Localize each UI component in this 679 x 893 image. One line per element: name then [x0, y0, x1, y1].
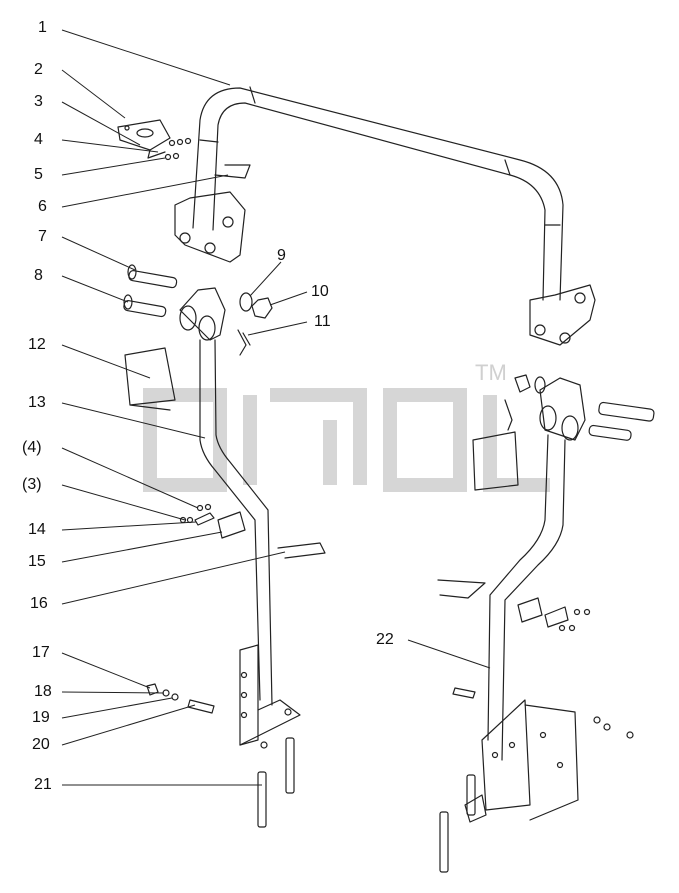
- callout-22: 22: [376, 631, 394, 648]
- callout-1: 1: [38, 19, 47, 36]
- u-bolt-right: [437, 579, 486, 599]
- callout-9: 9: [277, 247, 286, 264]
- plate-right: [544, 606, 569, 628]
- pin-7: [127, 264, 178, 289]
- nut-17: [146, 683, 159, 696]
- bolt-20: [187, 699, 215, 714]
- callout-3-ref: (3): [22, 476, 42, 493]
- callout-13: 13: [28, 394, 46, 411]
- callout-15: 15: [28, 553, 46, 570]
- bracket-fasteners: [164, 137, 192, 161]
- callout-11: 11: [314, 313, 331, 330]
- callout-17: 17: [32, 644, 50, 661]
- callout-14: 14: [28, 521, 46, 538]
- callout-20: 20: [32, 736, 50, 753]
- pin-8: [123, 294, 167, 318]
- bolts-21: [257, 737, 295, 828]
- callout-4-ref: (4): [22, 439, 42, 456]
- callout-21: 21: [34, 776, 52, 793]
- callout-10: 10: [311, 283, 329, 300]
- callout-5: 5: [34, 166, 43, 183]
- leader-lines: [61, 29, 491, 786]
- nut-10: [251, 297, 273, 319]
- callout-12: 12: [28, 336, 46, 353]
- callout-18: 18: [34, 683, 52, 700]
- lock-washer-19: [171, 693, 179, 701]
- pins-right: [452, 374, 655, 699]
- callout-7: 7: [38, 228, 47, 245]
- u-bolt-6: [214, 164, 251, 179]
- bolts-right: [439, 774, 476, 873]
- u-bolt-16: [277, 542, 326, 559]
- left-post: [179, 287, 301, 749]
- pad-right: [472, 431, 519, 491]
- callout-16: 16: [30, 595, 48, 612]
- washer-9: [239, 292, 253, 312]
- watermark-trademark: TM: [475, 360, 507, 385]
- block-15: [217, 511, 246, 539]
- washers-right: [558, 608, 634, 739]
- pad-12: [124, 347, 176, 411]
- callout-3: 3: [34, 93, 43, 110]
- block-right: [517, 597, 543, 623]
- mounting-bracket: [117, 119, 171, 159]
- plate-14: [194, 512, 215, 526]
- callout-2: 2: [34, 61, 43, 78]
- callout-19: 19: [32, 709, 50, 726]
- right-post: [464, 377, 586, 823]
- clip-11: [237, 329, 251, 356]
- callout-8: 8: [34, 267, 43, 284]
- watermark-logo: [143, 388, 550, 492]
- top-arch-bar: [174, 86, 596, 346]
- callout-6: 6: [38, 198, 47, 215]
- callout-4: 4: [34, 131, 43, 148]
